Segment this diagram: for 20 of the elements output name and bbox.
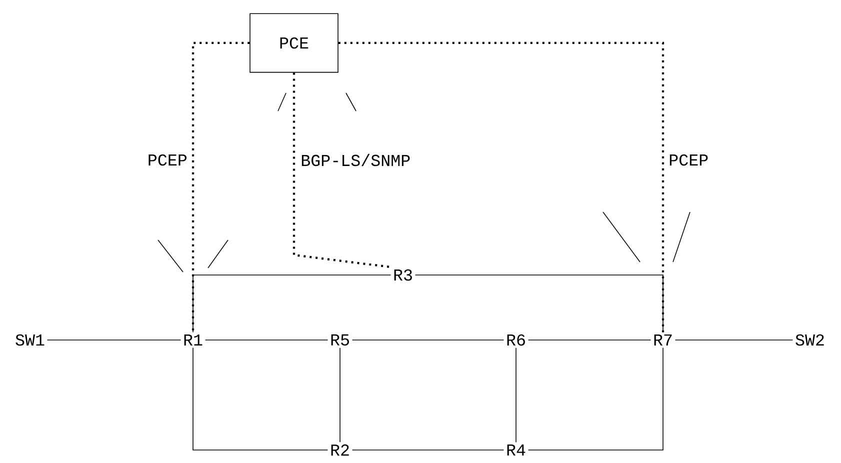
line xyxy=(192,274,392,333)
pce-box: PCE xyxy=(250,13,338,73)
line xyxy=(528,347,664,450)
line xyxy=(414,274,664,333)
node-label: SW2 xyxy=(793,332,827,348)
edge-label: PCEP xyxy=(146,153,189,167)
edge-label: PCEP xyxy=(667,153,710,167)
node-label: SW1 xyxy=(13,332,48,348)
dotted-line xyxy=(338,42,664,332)
node-label: R6 xyxy=(504,332,528,348)
dotted-line xyxy=(192,42,250,332)
node-label: R3 xyxy=(391,267,415,283)
node-label: R2 xyxy=(328,442,352,458)
node-label: R4 xyxy=(504,442,528,458)
node-label: R1 xyxy=(181,332,206,348)
dotted-line xyxy=(292,72,391,268)
line xyxy=(192,347,328,450)
edge-label: BGP-LS/SNMP xyxy=(299,152,412,168)
node-label: R5 xyxy=(328,332,352,348)
node-label: R7 xyxy=(651,332,675,348)
